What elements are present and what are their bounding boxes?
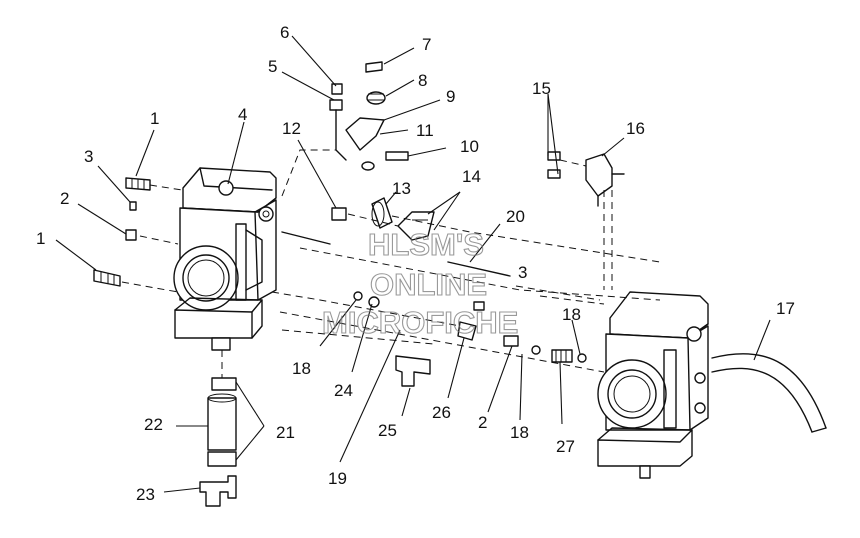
- watermark: HLSM'S ONLINE MICROFICHE: [321, 226, 518, 340]
- callout-3-left: 3: [84, 147, 93, 166]
- callout-14: 14: [462, 167, 481, 186]
- callout-1-lower: 1: [36, 229, 45, 248]
- watermark-line-2: ONLINE: [370, 267, 487, 302]
- callout-26: 26: [432, 403, 451, 422]
- callout-2-shaft: 2: [478, 413, 487, 432]
- callout-13: 13: [392, 179, 411, 198]
- alignment-lines: [121, 149, 661, 378]
- callout-2-left: 2: [60, 189, 69, 208]
- callout-18-right: 18: [562, 305, 581, 324]
- callout-16: 16: [626, 119, 645, 138]
- callout-22: 22: [144, 415, 163, 434]
- callout-1-upper: 1: [150, 109, 159, 128]
- left-carburetor: [173, 167, 277, 351]
- callout-20: 20: [506, 207, 525, 226]
- callout-10: 10: [460, 137, 479, 156]
- linkage-parts: [93, 61, 625, 507]
- watermark-line-1: HLSM'S: [368, 227, 484, 262]
- callout-24: 24: [334, 381, 353, 400]
- callout-17: 17: [776, 299, 795, 318]
- callout-7: 7: [422, 35, 431, 54]
- callout-23: 23: [136, 485, 155, 504]
- callout-19: 19: [328, 469, 347, 488]
- watermark-line-3: MICROFICHE: [322, 305, 518, 340]
- callout-5: 5: [268, 57, 277, 76]
- callout-27: 27: [556, 437, 575, 456]
- leader-lines: [55, 35, 771, 493]
- callout-11: 11: [416, 121, 434, 140]
- callout-6: 6: [280, 23, 289, 42]
- callout-18-left: 18: [292, 359, 311, 378]
- callout-12: 12: [282, 119, 301, 138]
- fuel-hose: [711, 352, 827, 433]
- callout-8: 8: [418, 71, 427, 90]
- callout-25: 25: [378, 421, 397, 440]
- callout-labels: 1 1 2 2 3 3 4 5 6 7 8 9 10 11 12 13 14 1…: [36, 23, 795, 504]
- callout-9: 9: [446, 87, 455, 106]
- callout-18-lower: 18: [510, 423, 529, 442]
- callout-4: 4: [238, 105, 247, 124]
- right-carburetor: [597, 291, 709, 479]
- callout-3-right: 3: [518, 263, 527, 282]
- callout-15: 15: [532, 79, 551, 98]
- callout-21: 21: [276, 423, 295, 442]
